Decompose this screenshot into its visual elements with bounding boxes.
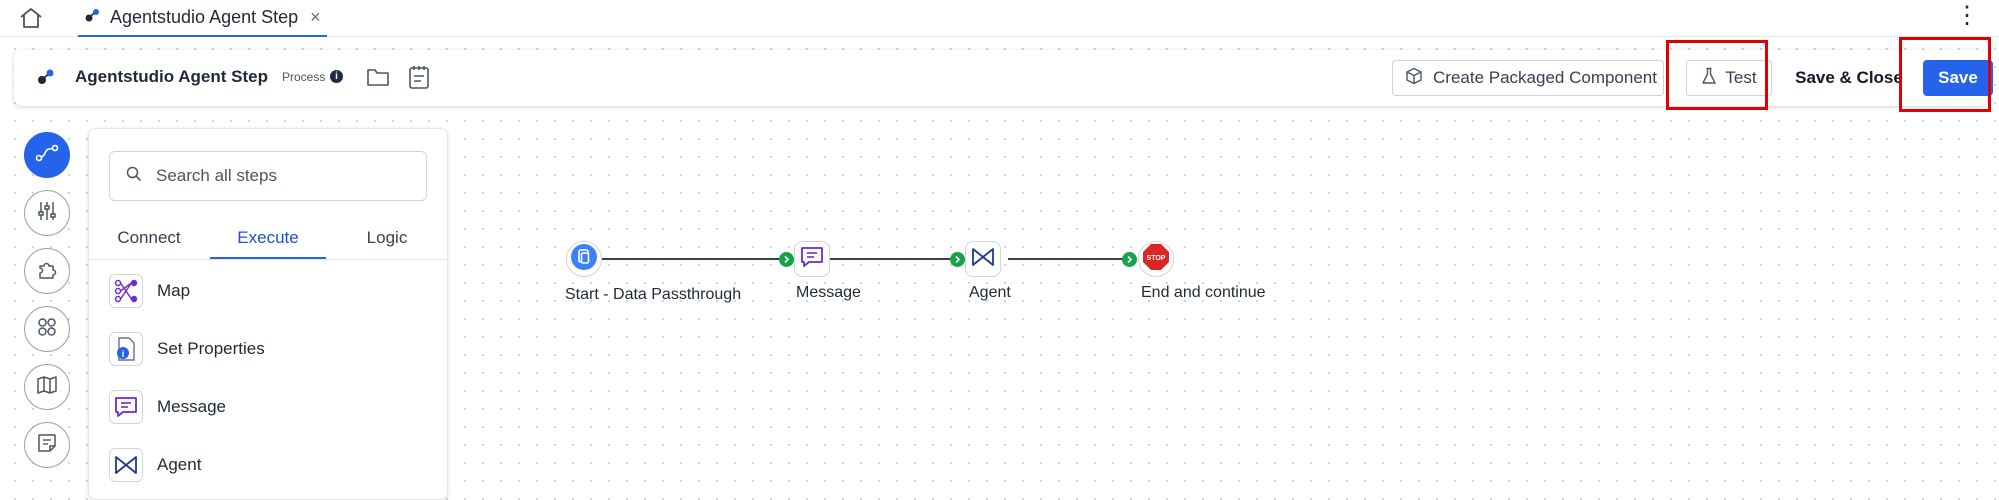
set-properties-icon: i	[109, 332, 143, 366]
package-icon	[1405, 67, 1423, 90]
process-icon	[84, 7, 102, 28]
flask-icon	[1701, 67, 1717, 90]
palette-item-message[interactable]: Message	[109, 387, 226, 427]
test-highlight-box	[1666, 40, 1768, 110]
palette-item-set-properties[interactable]: i Set Properties	[109, 329, 265, 369]
save-and-close-button[interactable]: Save & Close	[1795, 68, 1903, 87]
palette-item-label: Message	[157, 397, 226, 416]
info-icon[interactable]: i	[330, 70, 343, 83]
connector-arrow-icon	[1122, 252, 1137, 267]
puzzle-icon	[36, 258, 58, 285]
flow-node-start[interactable]	[566, 241, 602, 277]
rail-notes-button[interactable]	[24, 422, 70, 468]
rail-extensions-button[interactable]	[24, 248, 70, 294]
tab-connect[interactable]: Connect	[117, 228, 181, 247]
message-icon	[799, 245, 825, 274]
agent-icon	[970, 246, 996, 273]
rail-map-button[interactable]	[24, 364, 70, 410]
tab-execute[interactable]: Execute	[210, 225, 326, 259]
connector-arrow-icon	[950, 252, 965, 267]
connector-arrow-icon	[779, 252, 794, 267]
palette-item-map[interactable]: Map	[109, 271, 190, 311]
svg-text:i: i	[122, 349, 125, 359]
process-icon	[36, 68, 56, 91]
flow-node-label: Agent	[969, 284, 1011, 301]
map-shape-icon	[109, 274, 143, 308]
create-packaged-component-label: Create Packaged Component	[1433, 68, 1657, 87]
save-button[interactable]: Save	[1923, 60, 1993, 96]
sliders-icon	[36, 200, 58, 227]
start-icon	[570, 243, 598, 276]
rail-flow-button[interactable]	[24, 132, 70, 178]
agent-icon	[109, 448, 143, 482]
stop-sign-icon: STOP	[1142, 243, 1170, 276]
flow-node-agent[interactable]	[965, 241, 1001, 277]
palette-tabs: Connect Execute Logic	[89, 225, 447, 260]
connector-line	[830, 258, 956, 260]
palette-item-label: Set Properties	[157, 339, 265, 358]
message-icon	[109, 390, 143, 424]
folder-icon[interactable]	[366, 66, 390, 93]
notes-icon	[36, 432, 58, 459]
flow-node-message[interactable]	[794, 241, 830, 277]
flow-node-label: End and continue	[1141, 284, 1266, 301]
close-icon[interactable]: ×	[310, 7, 321, 27]
create-packaged-component-button[interactable]: Create Packaged Component	[1392, 60, 1664, 96]
tab-logic[interactable]: Logic	[366, 228, 408, 247]
map-icon	[36, 374, 58, 401]
flow-icon	[35, 143, 59, 168]
step-palette: Connect Execute Logic Map i Set Properti…	[88, 128, 448, 500]
rail-settings-button[interactable]	[24, 190, 70, 236]
search-box[interactable]	[109, 151, 427, 201]
connector-line	[602, 258, 780, 260]
tab-bar: Agentstudio Agent Step × ⋮	[0, 0, 1999, 37]
tab-title: Agentstudio Agent Step	[110, 7, 299, 27]
test-label: Test	[1725, 68, 1757, 87]
rail-components-button[interactable]	[24, 306, 70, 352]
test-button[interactable]: Test	[1686, 60, 1772, 96]
more-options-icon[interactable]: ⋮	[1955, 2, 1979, 29]
component-type-label: Process	[282, 70, 326, 84]
stop-sign-text: STOP	[1147, 255, 1166, 262]
search-icon	[126, 166, 142, 187]
notes-icon[interactable]	[408, 64, 430, 95]
search-input[interactable]	[154, 165, 408, 187]
page-title: Agentstudio Agent Step	[75, 67, 268, 86]
palette-item-label: Agent	[157, 455, 202, 474]
palette-item-label: Map	[157, 281, 191, 300]
process-header: Agentstudio Agent Step Process i Create …	[14, 50, 1993, 106]
flow-node-end[interactable]: STOP	[1138, 241, 1174, 277]
tab-agentstudio-agent-step[interactable]: Agentstudio Agent Step ×	[78, 0, 327, 37]
save-highlight-box	[1899, 37, 1991, 112]
home-icon[interactable]	[18, 6, 44, 30]
connector-line	[1008, 258, 1130, 260]
palette-item-agent[interactable]: Agent	[109, 445, 201, 485]
flow-node-label: Start - Data Passthrough	[565, 286, 742, 303]
flow-node-label: Message	[796, 284, 861, 301]
apps-icon	[36, 316, 58, 343]
